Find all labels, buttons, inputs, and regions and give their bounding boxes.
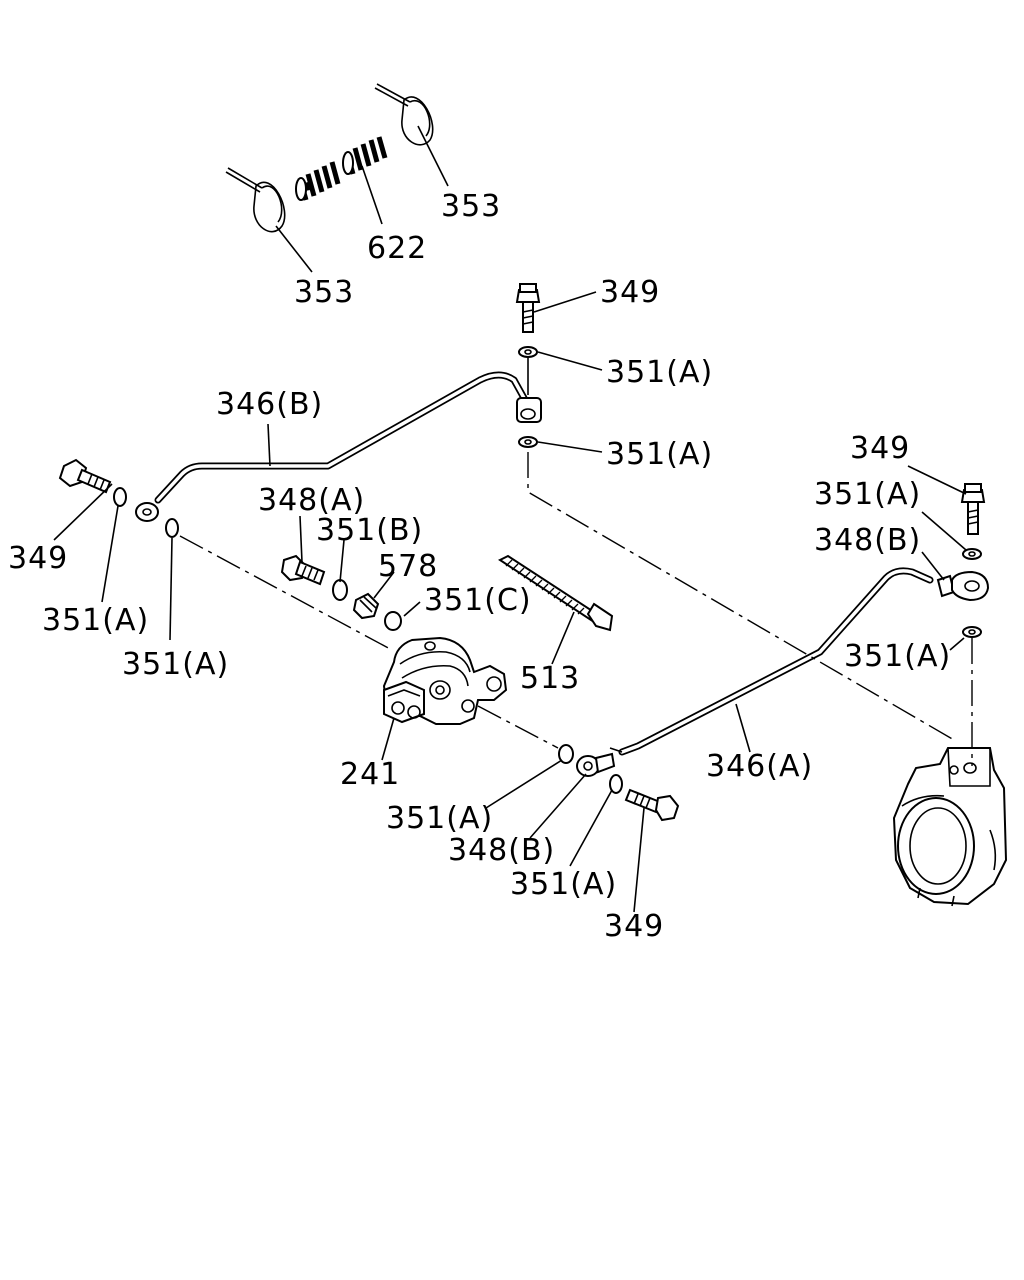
callout-351a-left1: 351(A) <box>42 603 149 638</box>
callout-351a-right2: 351(A) <box>844 639 951 674</box>
callout-353-right: 353 <box>441 189 501 224</box>
callout-348b-bottom: 348(B) <box>448 833 555 868</box>
union-348a <box>280 554 326 586</box>
callout-349-bottom: 349 <box>604 909 664 944</box>
chamber-right <box>892 747 1008 907</box>
leader-lines <box>53 125 967 913</box>
washer-351a-top1 <box>518 346 538 358</box>
protector-coil-622 <box>295 136 388 201</box>
washer-351a-bottom1 <box>558 744 574 764</box>
callout-578: 578 <box>378 549 438 584</box>
callout-351a-top1: 351(A) <box>606 355 713 390</box>
washer-351b <box>332 579 348 601</box>
cable-tie-353-right <box>374 83 434 146</box>
callout-351a-bottom1: 351(A) <box>386 801 493 836</box>
cable-tie-353-left <box>225 167 286 233</box>
pipe-346b <box>135 371 542 522</box>
callout-351a-top2: 351(A) <box>606 437 713 472</box>
callout-346b: 346(B) <box>216 387 323 422</box>
washer-351c <box>384 611 402 631</box>
washer-351a-right1 <box>962 548 982 560</box>
eye-joint-348b-right <box>936 570 990 602</box>
bolt-349-left <box>58 458 112 494</box>
callout-513: 513 <box>520 661 580 696</box>
callout-622: 622 <box>367 231 427 266</box>
clip-band-513 <box>498 554 614 632</box>
callout-348b-right: 348(B) <box>814 523 921 558</box>
washer-351a-left1 <box>113 487 127 507</box>
callout-351a-bottom2: 351(A) <box>510 867 617 902</box>
bolt-349-right <box>960 483 986 535</box>
callout-241: 241 <box>340 757 400 792</box>
washer-351a-top2 <box>518 436 538 448</box>
callout-351b: 351(B) <box>316 513 423 548</box>
assembly-lines <box>179 452 973 766</box>
washer-351a-bottom2 <box>609 774 623 794</box>
callout-351c: 351(C) <box>424 583 532 618</box>
brake-unit-241 <box>382 636 508 725</box>
callout-346a: 346(A) <box>706 749 813 784</box>
callout-349-left: 349 <box>8 541 68 576</box>
eye-joint-348b-bottom <box>576 752 616 777</box>
callout-351a-right1: 351(A) <box>814 477 921 512</box>
washer-351a-right2 <box>962 626 982 638</box>
callout-353-left: 353 <box>294 275 354 310</box>
callout-349-top: 349 <box>600 275 660 310</box>
plug-578 <box>352 592 380 620</box>
pipe-346a <box>609 567 934 756</box>
callout-348a: 348(A) <box>258 483 365 518</box>
bolt-349-bottom <box>624 788 680 822</box>
washer-351a-left2 <box>165 518 179 538</box>
bolt-349-top <box>515 283 541 333</box>
callout-349-right-top: 349 <box>850 431 910 466</box>
callout-351a-left2: 351(A) <box>122 647 229 682</box>
callout-labels: 353 622 353 349 351(A) 346(B) 351(A) 349… <box>8 189 951 944</box>
